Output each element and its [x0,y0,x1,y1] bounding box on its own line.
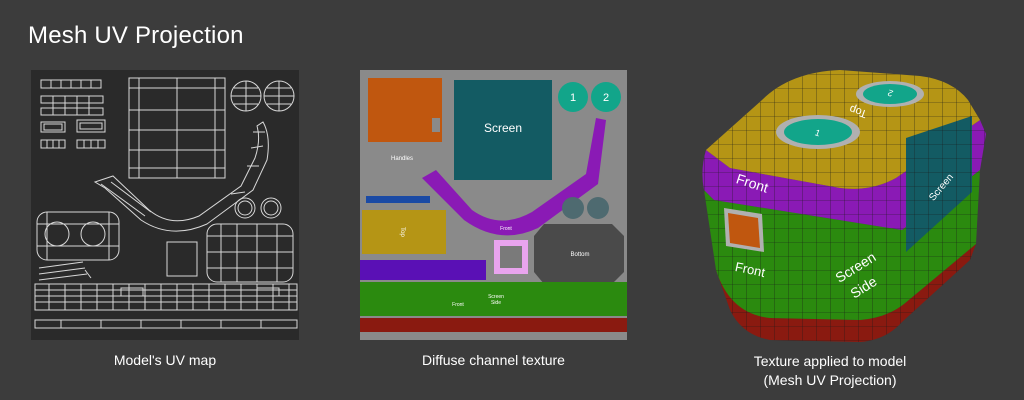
texture-screen-region [454,80,552,180]
caption-applied: Texture applied to model (Mesh UV Projec… [700,352,960,390]
texture-blue-bar [366,196,430,203]
texture-label-handles: Handles [391,156,413,162]
texture-handles-region: Handles [368,78,442,162]
texture-circle-1 [558,82,588,112]
model-label-top: Top [848,102,869,119]
caption-uv-map: Model's UV map [113,352,217,368]
model-panel: 1 2 Top Screen Front Front Screen Side [690,60,1000,350]
model-label-circle-2: 2 [886,88,894,99]
texture-bottom-region [534,224,624,284]
texture-purple-band [360,260,486,280]
texture-red-band [360,318,627,332]
texture-label-top: Top [399,227,405,237]
uv-map-wireframe [34,77,298,329]
texture-panel: Handles Screen 1 2 Front Top Bottom Fron… [360,70,627,340]
texture-label-screen-side-1: Screen [488,294,504,300]
texture-front-strip [422,118,606,236]
texture-top-region [362,210,446,254]
caption-applied-line1: Texture applied to model [753,353,907,369]
texture-label-circle-2: 2 [603,92,609,104]
texture-label-bottom: Bottom [570,252,589,258]
texture-label-screen-side-2: Side [491,300,501,306]
diffuse-texture: Handles Screen 1 2 Front Top Bottom Fron… [360,78,627,332]
texture-label-circle-1: 1 [570,92,576,104]
texture-label-front: Front [452,302,464,308]
texture-label-front-strip: Front [500,226,512,232]
caption-applied-line2: (Mesh UV Projection) [763,372,897,388]
uv-map-panel [31,70,299,340]
texture-label-screen: Screen [484,121,522,135]
caption-texture: Diffuse channel texture [422,352,565,368]
textured-model: 1 2 Top Screen Front Front Screen Side [702,70,986,342]
model-label-circle-1: 1 [814,127,822,138]
texture-grey-circle-1 [562,197,584,219]
model-label-front: Front [734,259,767,280]
texture-grey-circle-2 [587,197,609,219]
texture-green-band [360,282,627,316]
page-title: Mesh UV Projection [28,22,244,49]
texture-circle-2 [591,82,621,112]
